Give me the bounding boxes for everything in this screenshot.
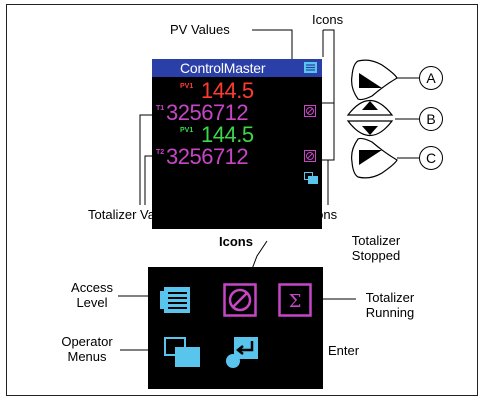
display-title: ControlMaster — [180, 60, 266, 76]
button-b[interactable] — [346, 99, 394, 137]
pv2-tag: PV1 — [180, 127, 194, 134]
t1-tag: T1 — [156, 105, 165, 112]
access-level-label: Access Level — [71, 280, 113, 310]
totalizer-values-label: Totalizer Values — [88, 207, 179, 222]
pv1-value: 144.5 — [201, 78, 254, 103]
totalizer-stopped-icon — [223, 283, 257, 317]
pv2-value: 144.5 — [201, 122, 254, 147]
button-a[interactable] — [351, 59, 398, 101]
button-a-label: A — [419, 66, 443, 90]
button-group — [346, 59, 398, 179]
enter-label: Enter — [328, 343, 360, 358]
button-b-label: B — [419, 107, 443, 131]
button-c-label: C — [419, 146, 443, 170]
controller-display: ControlMaster PV1 144.5 T1 3256712 PV1 1… — [152, 59, 322, 229]
button-c[interactable] — [351, 137, 398, 179]
display-title-bar: ControlMaster — [152, 59, 322, 77]
totalizer-stopped-small-icon-2 — [304, 150, 316, 162]
access-level-small-icon — [304, 62, 317, 73]
svg-text:Σ: Σ — [289, 291, 302, 312]
operator-menus-label: Operator Menus — [61, 334, 113, 364]
totalizer-running-label: Totalizer Running — [365, 290, 415, 320]
operator-menus-icon — [164, 337, 200, 367]
totalizer-running-icon: Σ — [278, 283, 312, 317]
access-level-icon — [160, 287, 190, 313]
t1-value: 3256712 — [166, 100, 249, 125]
figure-frame — [6, 4, 478, 396]
icons-section-title: Icons — [219, 234, 253, 249]
t2-value: 3256712 — [166, 144, 249, 169]
totalizer-stopped-small-icon — [304, 105, 316, 117]
enter-icon — [226, 337, 258, 368]
totalizer-stopped-label: Totalizer Stopped — [351, 233, 401, 263]
pv-values-label: PV Values — [170, 22, 230, 37]
t2-tag: T2 — [156, 149, 165, 156]
pv1-tag: PV1 — [180, 83, 194, 90]
icons-top-label: Icons — [312, 12, 344, 27]
icons-bottom-label: Icons — [306, 207, 338, 222]
operator-menus-small-icon — [304, 172, 318, 184]
icon-legend-panel: Σ — [148, 267, 323, 389]
